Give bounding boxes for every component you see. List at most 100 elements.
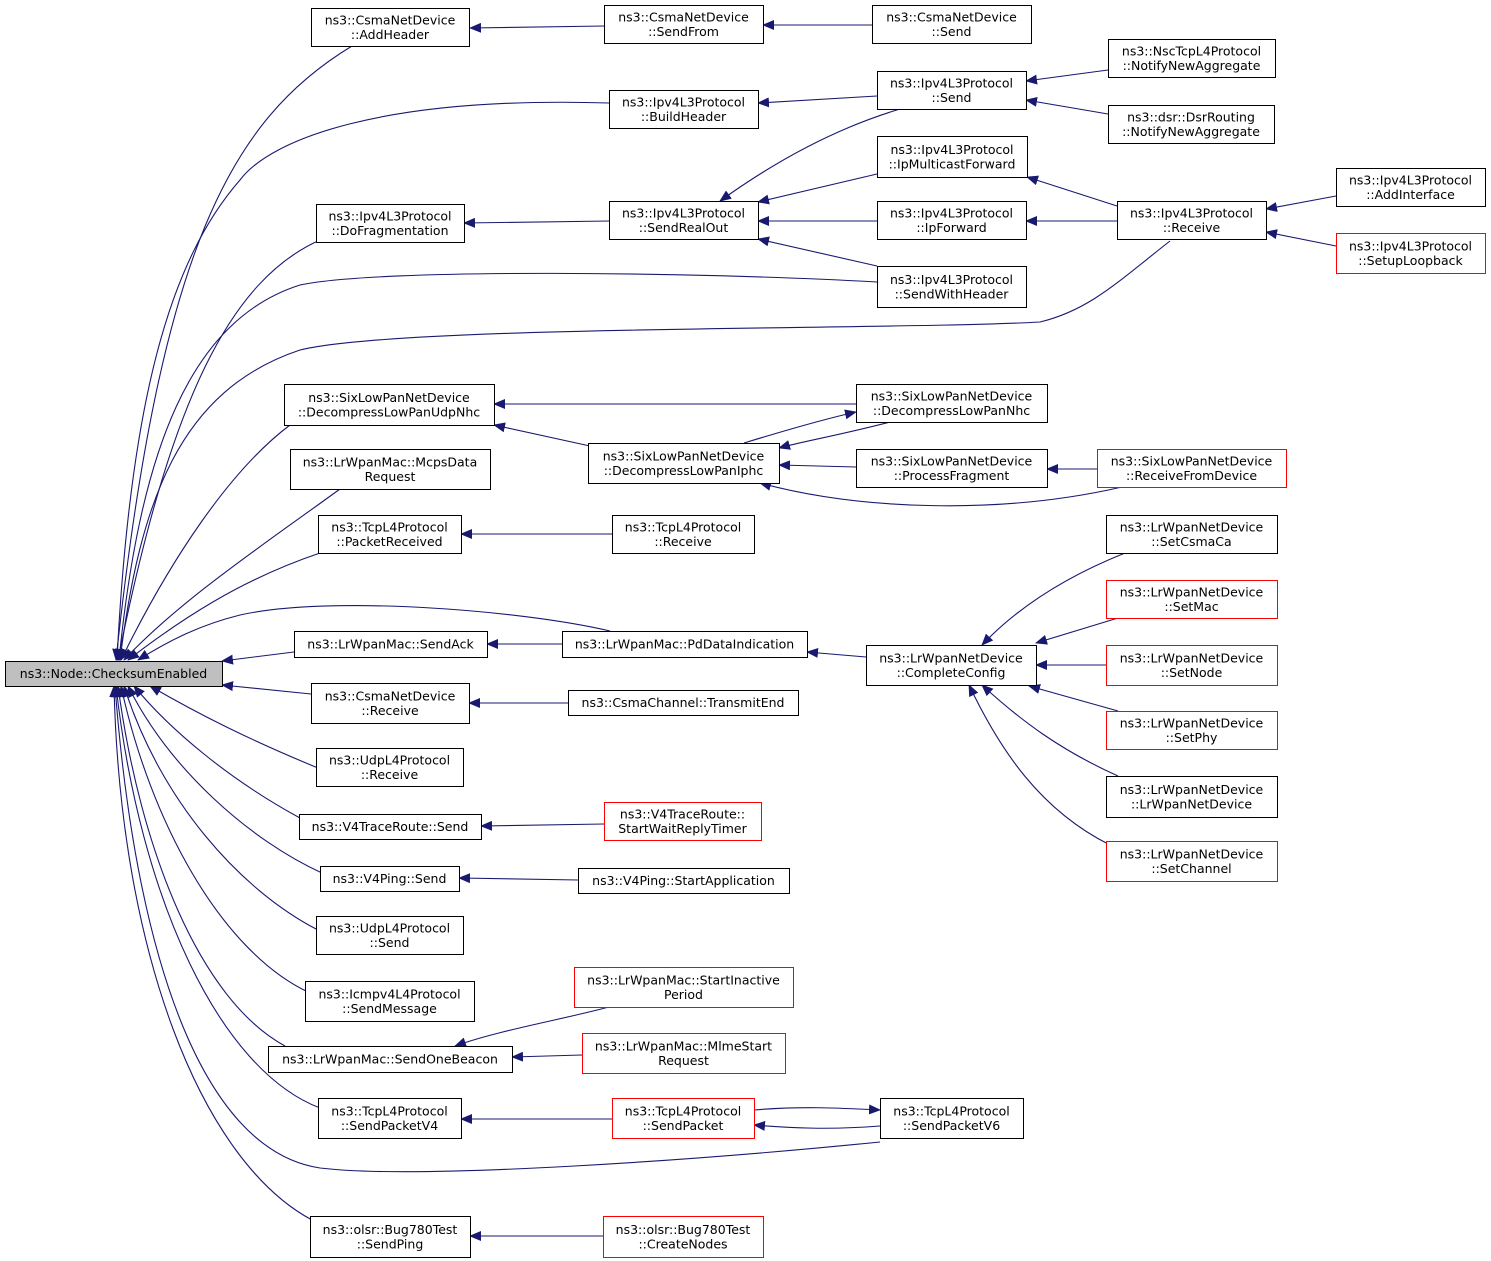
- node-nsc_notify[interactable]: ns3::NscTcpL4Protocol::NotifyNewAggregat…: [1108, 39, 1276, 78]
- node-label-tcp_receive-line-0: ns3::TcpL4Protocol: [625, 519, 741, 534]
- node-csma_receive[interactable]: ns3::CsmaNetDevice::Receive: [311, 683, 470, 724]
- edge-sixlp_procfrag-to-sixlp_iphc: [778, 460, 857, 471]
- node-udp_receive[interactable]: ns3::UdpL4Protocol::Receive: [316, 748, 464, 787]
- node-label-csma_addhdr-line-1: ::AddHeader: [351, 27, 430, 42]
- node-label-ipv4_sendrealout-line-0: ns3::Ipv4L3Protocol: [622, 205, 745, 220]
- node-v4tr_timer[interactable]: ns3::V4TraceRoute::StartWaitReplyTimer: [604, 802, 762, 841]
- node-label-nsc_notify-line-1: ::NotifyNewAggregate: [1123, 58, 1261, 73]
- node-label-ipv4_frag-line-0: ns3::Ipv4L3Protocol: [328, 208, 451, 223]
- node-sixlp_recvdev[interactable]: ns3::SixLowPanNetDevice::ReceiveFromDevi…: [1097, 449, 1287, 488]
- node-box-sixlp_procfrag: [856, 449, 1048, 488]
- node-v4ping_start[interactable]: ns3::V4Ping::StartApplication: [578, 868, 790, 894]
- node-sixlp_iphc[interactable]: ns3::SixLowPanNetDevice::DecompressLowPa…: [588, 443, 780, 484]
- node-ipv4_sendrealout[interactable]: ns3::Ipv4L3Protocol::SendRealOut: [609, 201, 759, 240]
- node-label-sixlp_iphc-line-1: ::DecompressLowPanIphc: [604, 463, 764, 478]
- node-ipv4_addif[interactable]: ns3::Ipv4L3Protocol::AddInterface: [1336, 168, 1486, 207]
- edges-layer: [109, 20, 1337, 1241]
- node-label-dsr_notify-line-1: ::NotifyNewAggregate: [1122, 124, 1260, 139]
- node-lrnd_setmac[interactable]: ns3::LrWpanNetDevice::SetMac: [1106, 580, 1278, 619]
- node-label-ipv4_addif-line-1: ::AddInterface: [1366, 187, 1455, 202]
- node-tcp_sendv6[interactable]: ns3::TcpL4Protocol::SendPacketV6: [880, 1098, 1024, 1139]
- node-tcp_sendv4[interactable]: ns3::TcpL4Protocol::SendPacketV4: [318, 1098, 462, 1139]
- node-ipv4_loopback[interactable]: ns3::Ipv4L3Protocol::SetupLoopback: [1336, 233, 1486, 274]
- node-label-tcp_sendpkt-line-0: ns3::TcpL4Protocol: [625, 1103, 741, 1118]
- edge-ipv4_receive-to-checksum: [116, 240, 1171, 661]
- edge-tcp_sendpkt-to-tcp_sendv6: [753, 1104, 881, 1115]
- node-ipv4_frag[interactable]: ns3::Ipv4L3Protocol::DoFragmentation: [316, 204, 465, 243]
- node-label-lrnd_setnode-line-1: ::SetNode: [1161, 665, 1223, 680]
- node-csma_sendfrom[interactable]: ns3::CsmaNetDevice::SendFrom: [604, 5, 764, 44]
- node-label-csma_receive-line-1: ::Receive: [361, 703, 419, 718]
- node-label-ipv4_ipfwd-line-1: ::IpForward: [916, 220, 986, 235]
- node-sixlp_procfrag[interactable]: ns3::SixLowPanNetDevice::ProcessFragment: [856, 449, 1048, 488]
- node-icmp_sendmsg[interactable]: ns3::Icmpv4L4Protocol::SendMessage: [305, 981, 475, 1022]
- node-box-lrmac_mlme: [582, 1033, 786, 1074]
- node-lrnd_setphy[interactable]: ns3::LrWpanNetDevice::SetPhy: [1106, 711, 1278, 750]
- node-v4tr_send[interactable]: ns3::V4TraceRoute::Send: [299, 814, 482, 840]
- node-box-nsc_notify: [1108, 39, 1276, 78]
- node-sixlp_udpnhc[interactable]: ns3::SixLowPanNetDevice::DecompressLowPa…: [284, 384, 495, 426]
- node-lrmac_pddata[interactable]: ns3::LrWpanMac::PdDataIndication: [562, 631, 808, 658]
- node-lrnd_setchan[interactable]: ns3::LrWpanNetDevice::SetChannel: [1106, 841, 1278, 882]
- node-box-lrnd_setmac: [1106, 580, 1278, 619]
- node-tcp_receive[interactable]: ns3::TcpL4Protocol::Receive: [612, 515, 755, 554]
- node-box-olsr_ping: [310, 1216, 471, 1258]
- node-olsr_ping[interactable]: ns3::olsr::Bug780Test::SendPing: [310, 1216, 471, 1258]
- node-box-lrnd_csmaca: [1106, 515, 1278, 554]
- node-olsr_create[interactable]: ns3::olsr::Bug780Test::CreateNodes: [603, 1216, 764, 1258]
- node-box-lrmac_beacon: [268, 1046, 513, 1073]
- node-box-csma_addhdr: [311, 8, 470, 47]
- node-label-ipv4_loopback-line-1: ::SetupLoopback: [1358, 253, 1463, 268]
- node-csma_send[interactable]: ns3::CsmaNetDevice::Send: [872, 5, 1032, 44]
- node-udp_send[interactable]: ns3::UdpL4Protocol::Send: [316, 916, 464, 955]
- node-ipv4_receive[interactable]: ns3::Ipv4L3Protocol::Receive: [1117, 201, 1267, 240]
- edge-nsc_notify-to-ipv4_send: [1025, 69, 1109, 85]
- node-lrnd_csmaca[interactable]: ns3::LrWpanNetDevice::SetCsmaCa: [1106, 515, 1278, 554]
- node-box-csma_send: [872, 5, 1032, 44]
- node-v4ping_send[interactable]: ns3::V4Ping::Send: [320, 866, 460, 892]
- node-ipv4_buildhdr[interactable]: ns3::Ipv4L3Protocol::BuildHeader: [609, 90, 759, 129]
- node-label-olsr_ping-line-1: ::SendPing: [357, 1236, 424, 1251]
- node-label-tcp_sendv4-line-1: ::SendPacketV4: [341, 1118, 438, 1133]
- node-sixlp_nhc[interactable]: ns3::SixLowPanNetDevice::DecompressLowPa…: [856, 384, 1048, 423]
- edge-lrnd_setchan-to-lrnd_complete: [968, 684, 1111, 846]
- node-ipv4_mcfwd[interactable]: ns3::Ipv4L3Protocol::IpMulticastForward: [877, 136, 1028, 178]
- node-ipv4_sendwh[interactable]: ns3::Ipv4L3Protocol::SendWithHeader: [877, 266, 1027, 308]
- node-label-lrnd_setchan-line-1: ::SetChannel: [1151, 861, 1231, 876]
- edge-icmp_sendmsg-to-checksum: [118, 685, 309, 993]
- edge-olsr_ping-to-checksum: [109, 685, 313, 1221]
- node-label-lrmac_pddata-line-0: ns3::LrWpanMac::PdDataIndication: [575, 637, 794, 652]
- node-ipv4_ipfwd[interactable]: ns3::Ipv4L3Protocol::IpForward: [877, 201, 1027, 240]
- node-box-v4tr_send: [299, 814, 482, 840]
- node-label-csmach_txend-line-0: ns3::CsmaChannel::TransmitEnd: [582, 695, 785, 710]
- node-box-lrnd_complete: [866, 645, 1037, 686]
- node-lrnd_setnode[interactable]: ns3::LrWpanNetDevice::SetNode: [1106, 645, 1278, 686]
- edge-lrnd_complete-to-lrmac_pddata: [806, 647, 867, 658]
- node-lrnd_complete[interactable]: ns3::LrWpanNetDevice::CompleteConfig: [866, 645, 1037, 686]
- edge-tcp_pktrecv-to-checksum: [127, 552, 321, 661]
- node-tcp_sendpkt[interactable]: ns3::TcpL4Protocol::SendPacket: [612, 1098, 755, 1139]
- node-ipv4_send[interactable]: ns3::Ipv4L3Protocol::Send: [877, 71, 1027, 110]
- node-checksum[interactable]: ns3::Node::ChecksumEnabled: [5, 661, 223, 687]
- node-dsr_notify[interactable]: ns3::dsr::DsrRouting::NotifyNewAggregate: [1108, 105, 1275, 144]
- edge-ipv4_sendwh-to-ipv4_sendrealout: [757, 236, 878, 267]
- node-box-lrnd_setchan: [1106, 841, 1278, 882]
- node-box-ipv4_ipfwd: [877, 201, 1027, 240]
- node-lrmac_beacon[interactable]: ns3::LrWpanMac::SendOneBeacon: [268, 1046, 513, 1073]
- node-tcp_pktrecv[interactable]: ns3::TcpL4Protocol::PacketReceived: [318, 515, 462, 554]
- node-csmach_txend[interactable]: ns3::CsmaChannel::TransmitEnd: [568, 690, 799, 716]
- node-box-ipv4_mcfwd: [877, 136, 1028, 178]
- edge-csma_addhdr-to-checksum: [112, 45, 353, 661]
- node-box-lrmac_pddata: [562, 631, 808, 658]
- node-label-lrnd_ctor-line-0: ns3::LrWpanNetDevice: [1120, 782, 1264, 797]
- edge-tcp_sendv6-to-tcp_sendpkt: [753, 1120, 881, 1131]
- node-lrnd_ctor[interactable]: ns3::LrWpanNetDevice::LrWpanNetDevice: [1106, 776, 1278, 818]
- node-label-csma_receive-line-0: ns3::CsmaNetDevice: [325, 688, 456, 703]
- node-label-ipv4_buildhdr-line-0: ns3::Ipv4L3Protocol: [622, 94, 745, 109]
- edge-lrmac_beacon-to-checksum: [114, 685, 286, 1047]
- node-lrmac_sendack[interactable]: ns3::LrWpanMac::SendAck: [294, 631, 488, 658]
- node-csma_addhdr[interactable]: ns3::CsmaNetDevice::AddHeader: [311, 8, 470, 47]
